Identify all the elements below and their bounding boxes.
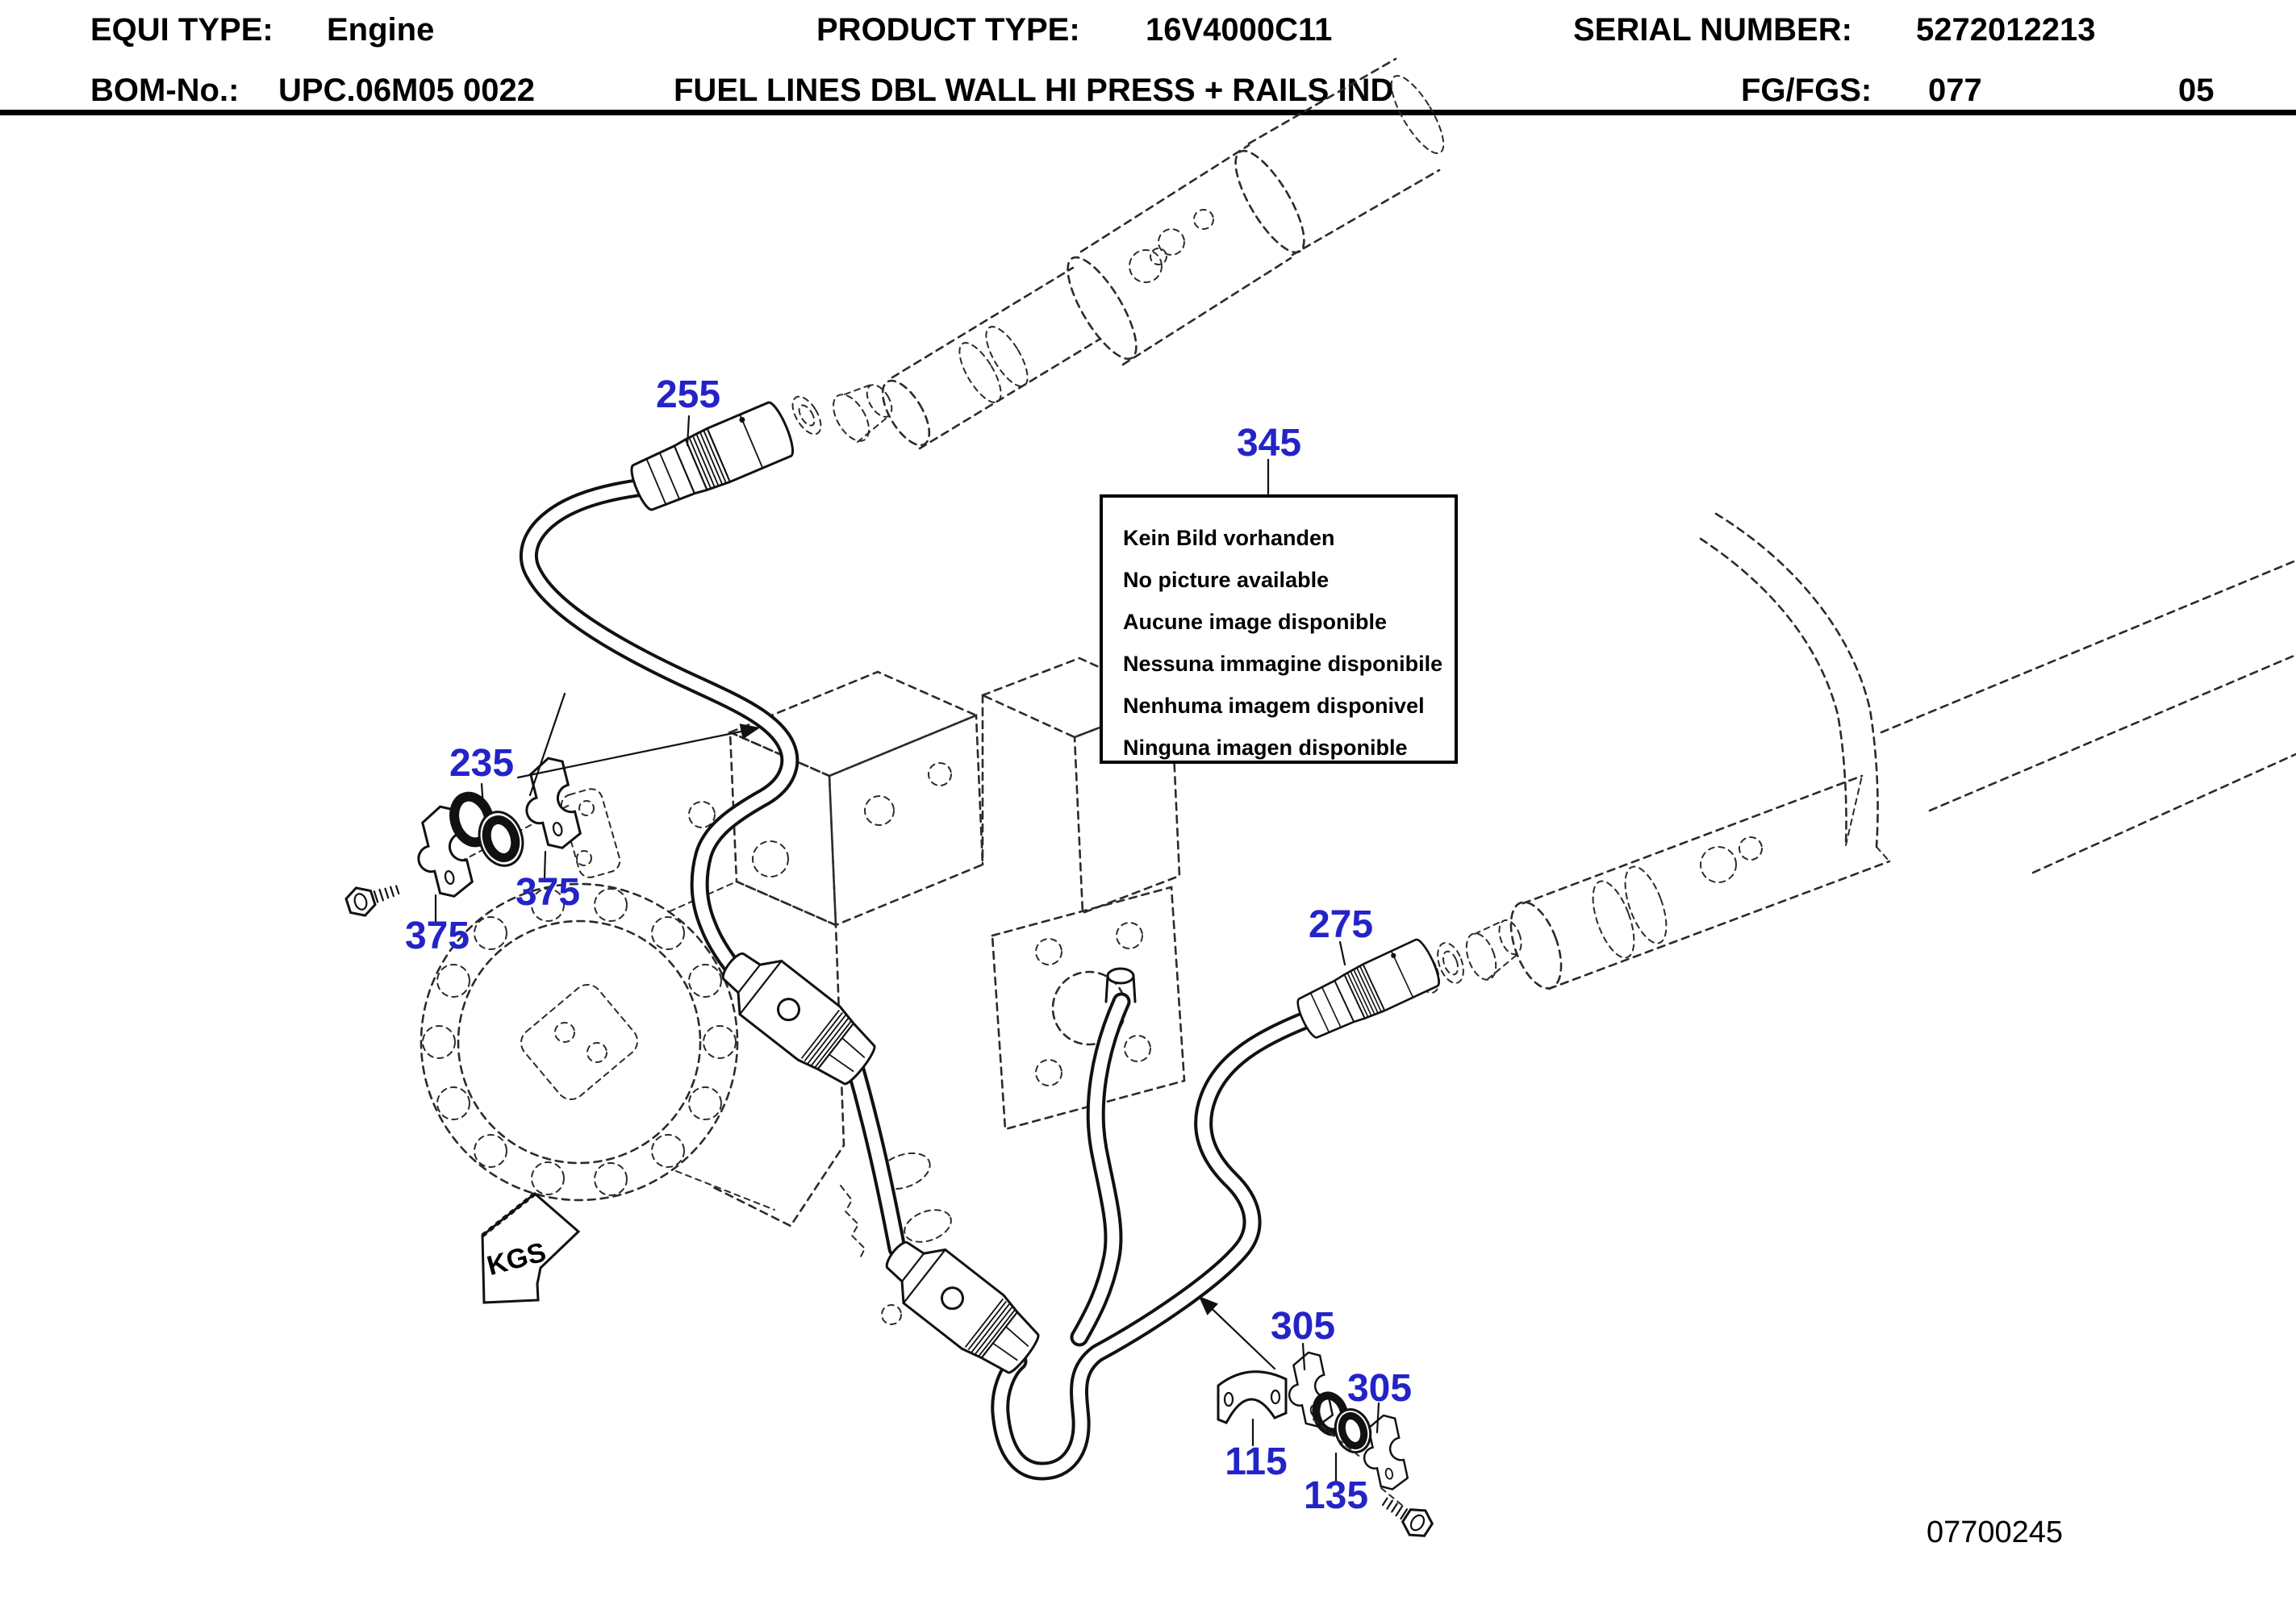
bom-label: BOM-No.: bbox=[90, 73, 239, 108]
page-number: 05 bbox=[2178, 73, 2215, 108]
product-type-label: PRODUCT TYPE: bbox=[816, 12, 1080, 48]
notice-line-fr: Aucune image disponible bbox=[1123, 610, 1387, 634]
clamp-group-bottom bbox=[1217, 1349, 1438, 1544]
fg-fgs-label: FG/FGS: bbox=[1741, 73, 1872, 108]
drawing-number: 07700245 bbox=[1927, 1515, 2063, 1549]
fuel-line-1-to-pump bbox=[844, 1052, 907, 1258]
notice-box bbox=[1100, 494, 1458, 764]
pointer-arrow-bottom bbox=[1198, 1295, 1276, 1370]
notice-line-pt: Nenhuma imagem disponivel bbox=[1123, 694, 1425, 718]
fitting-255 bbox=[624, 398, 799, 518]
callout-345: 345 bbox=[1237, 422, 1301, 465]
equi-type-value: Engine bbox=[327, 12, 434, 48]
clamp-half-375-right bbox=[514, 753, 584, 856]
fuel-line-1 bbox=[519, 477, 799, 973]
fuel-line-2 bbox=[991, 1010, 1317, 1481]
pump-outlet-stub bbox=[1070, 967, 1137, 1347]
callout-375-left: 375 bbox=[405, 915, 470, 957]
notice-box-group: 345 Kein Bild vorhanden No picture avail… bbox=[1100, 422, 1458, 764]
clamp-half-305-a bbox=[1279, 1349, 1336, 1432]
rail-top-right-hidden bbox=[1699, 512, 2296, 874]
clamp-half-375-left bbox=[406, 802, 476, 904]
bracket-115 bbox=[1217, 1370, 1288, 1424]
callout-255: 255 bbox=[656, 373, 720, 416]
assembly-description: FUEL LINES DBL WALL HI PRESS + RAILS IND bbox=[674, 73, 1393, 108]
notice-line-en: No picture available bbox=[1123, 568, 1329, 592]
grommet-135 bbox=[1312, 1391, 1372, 1453]
fg-fgs-value: 077 bbox=[1928, 73, 1982, 108]
header-rule bbox=[0, 110, 2296, 115]
bolt-left bbox=[342, 874, 403, 921]
leader-lines bbox=[434, 415, 1380, 1482]
equi-type-label: EQUI TYPE: bbox=[90, 12, 273, 48]
part-callouts: 255 235 375 375 275 305 305 115 135 bbox=[405, 373, 1412, 1517]
callout-305-b: 305 bbox=[1347, 1367, 1412, 1410]
union-fitting-lower bbox=[870, 1224, 1050, 1385]
notice-line-es: Ninguna imagen disponible bbox=[1123, 736, 1408, 760]
bom-value: UPC.06M05 0022 bbox=[278, 73, 535, 108]
mount-plate-hidden bbox=[560, 788, 621, 878]
fitting-275 bbox=[1291, 936, 1445, 1045]
bolt-bottom bbox=[1376, 1488, 1438, 1544]
notice-line-de: Kein Bild vorhanden bbox=[1123, 526, 1335, 550]
kgs-view-marker: KGS bbox=[481, 1192, 581, 1304]
injector-top-left-hidden bbox=[755, 57, 1445, 455]
callout-305-a: 305 bbox=[1271, 1305, 1335, 1348]
serial-number-label: SERIAL NUMBER: bbox=[1573, 12, 1852, 48]
serial-number-value: 5272012213 bbox=[1916, 12, 2095, 48]
callout-375-right: 375 bbox=[516, 871, 580, 914]
injector-right-hidden bbox=[1413, 774, 1891, 994]
notice-line-it: Nessuna immagine disponibile bbox=[1123, 652, 1442, 676]
clamp-group-left bbox=[342, 753, 621, 921]
product-type-value: 16V4000C11 bbox=[1146, 12, 1332, 48]
callout-235: 235 bbox=[449, 742, 514, 785]
pointer-arrow-left bbox=[516, 723, 761, 779]
callout-115: 115 bbox=[1225, 1440, 1287, 1483]
callout-275: 275 bbox=[1309, 903, 1373, 946]
grommet-235 bbox=[449, 791, 524, 867]
callout-135: 135 bbox=[1304, 1474, 1368, 1517]
header: EQUI TYPE: Engine PRODUCT TYPE: 16V4000C… bbox=[0, 12, 2296, 115]
